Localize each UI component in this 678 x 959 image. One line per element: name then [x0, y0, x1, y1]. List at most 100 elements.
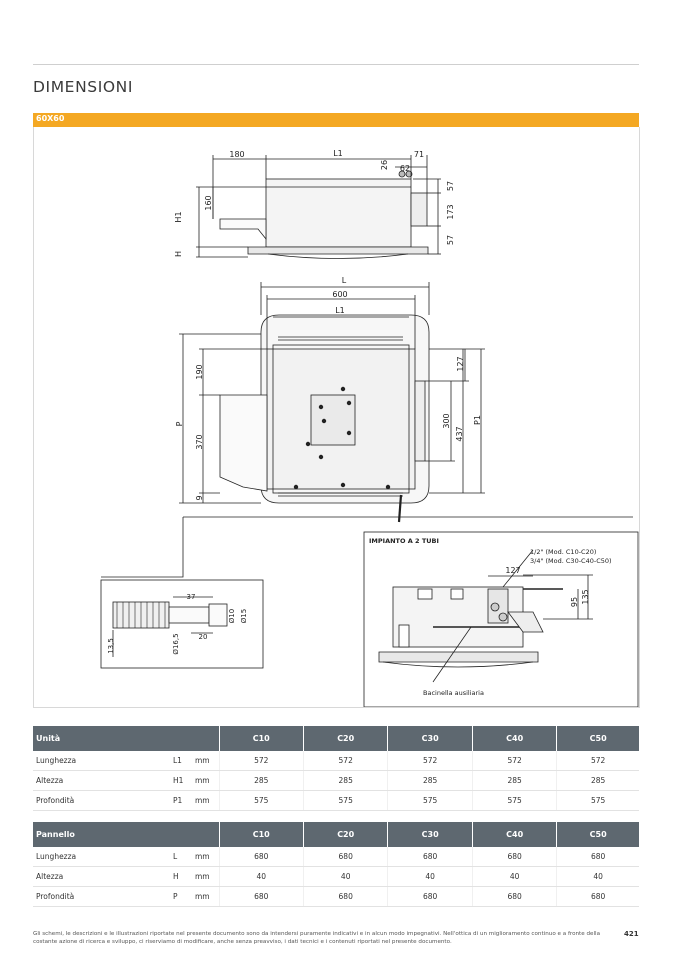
cell: 680 [556, 886, 639, 907]
cell: 575 [471, 790, 557, 811]
dim-plan-L: L [342, 276, 347, 285]
cell: 40 [471, 866, 557, 887]
disclaimer-text: Gli schemi, le descrizioni e le illustra… [33, 931, 600, 945]
dim-20: 20 [199, 633, 208, 641]
row-unit: mm [195, 886, 219, 907]
cell: 575 [302, 790, 388, 811]
cell: 680 [471, 886, 557, 907]
dim-57-bottom: 57 [446, 235, 455, 245]
table-row: Altezza H1 mm 285 285 285 285 285 [33, 770, 639, 791]
row-name: Lunghezza [33, 847, 173, 867]
dim-71: 71 [414, 150, 424, 159]
cell: 285 [387, 770, 473, 791]
cell: 680 [302, 847, 388, 867]
dim-600: 600 [332, 290, 347, 299]
dim-plan-L1: L1 [335, 306, 345, 315]
cell: 680 [556, 847, 639, 867]
diagram-frame [33, 127, 640, 708]
row-symbol: H [173, 866, 195, 887]
dim-plan-P1: P1 [473, 415, 482, 425]
dim-26: 26 [380, 160, 389, 170]
panel-table-title: Pannello [33, 822, 219, 847]
unit-table: Unità C10 C20 C30 C40 C50 Lunghezza L1 m… [33, 726, 639, 811]
panel-table: Pannello C10 C20 C30 C40 C50 Lunghezza L… [33, 822, 639, 907]
row-name: Altezza [33, 866, 173, 887]
cell: 680 [302, 886, 388, 907]
model-col: C10 [218, 822, 304, 847]
cell: 680 [218, 847, 304, 867]
cell: 680 [387, 886, 473, 907]
dim-9: 9 [195, 495, 204, 500]
pipe-note-2: 3/4" (Mod. C30-C40-C50) [530, 557, 612, 565]
model-size-bar: 60X60 [33, 113, 639, 127]
side-elevation-view [196, 155, 441, 259]
dim-127-plan: 127 [456, 356, 465, 371]
dim-37: 37 [187, 593, 196, 601]
pipe-note-1: 1/2" (Mod. C10-C20) [530, 548, 596, 556]
dim-437: 437 [455, 426, 464, 441]
row-name: Lunghezza [33, 751, 173, 771]
dim-127-pipe: 127 [505, 566, 520, 575]
cell: 680 [218, 886, 304, 907]
top-rule [33, 64, 639, 65]
model-col: C50 [556, 822, 639, 847]
model-col: C50 [556, 726, 639, 751]
dim-top-H1: H1 [174, 211, 183, 222]
table-row: Lunghezza L1 mm 572 572 572 572 572 [33, 751, 639, 771]
dim-top-H: H [174, 251, 183, 257]
pipe-box-title: IMPIANTO A 2 TUBI [369, 537, 439, 545]
dim-300: 300 [442, 413, 451, 428]
dim-57-top: 57 [446, 181, 455, 191]
dim-160: 160 [204, 195, 213, 210]
dim-173: 173 [446, 204, 455, 219]
dim-62: 62 [400, 164, 410, 173]
table-row: Profondità P1 mm 575 575 575 575 575 [33, 790, 639, 811]
model-col: C30 [387, 726, 473, 751]
cell: 40 [387, 866, 473, 887]
dim-dia-16-5: Ø16,5 [172, 633, 180, 654]
dim-plan-P: P [175, 421, 184, 426]
cell: 680 [471, 847, 557, 867]
row-unit: mm [195, 770, 219, 791]
drain-detail [100, 579, 264, 669]
pipe-connection-box [363, 531, 639, 707]
table-row: Profondità P mm 680 680 680 680 680 [33, 886, 639, 907]
unit-table-title: Unità [33, 726, 219, 751]
model-col: C20 [302, 822, 388, 847]
dim-dia-10: Ø10 [228, 609, 236, 623]
unit-table-header: Unità C10 C20 C30 C40 C50 [33, 726, 639, 751]
panel-table-header: Pannello C10 C20 C30 C40 C50 [33, 822, 639, 847]
model-col: C10 [218, 726, 304, 751]
plan-view [179, 282, 485, 523]
cell: 575 [218, 790, 304, 811]
cell: 575 [387, 790, 473, 811]
row-name: Altezza [33, 770, 173, 791]
dim-dia-15: Ø15 [240, 609, 248, 623]
row-symbol: P1 [173, 790, 195, 811]
cell: 285 [218, 770, 304, 791]
model-col: C40 [471, 726, 557, 751]
row-symbol: L1 [173, 751, 195, 771]
row-unit: mm [195, 866, 219, 887]
cell: 40 [218, 866, 304, 887]
technical-drawing: 180 L1 71 26 62 H1 160 H 57 173 57 L 600… [100, 149, 639, 707]
cell: 680 [387, 847, 473, 867]
cell: 572 [387, 751, 473, 771]
model-col: C30 [387, 822, 473, 847]
page-title: DIMENSIONI [33, 78, 134, 96]
cell: 285 [556, 770, 639, 791]
table-row: Lunghezza L mm 680 680 680 680 680 [33, 847, 639, 867]
table-row: Altezza H mm 40 40 40 40 40 [33, 866, 639, 887]
model-size-label: 60X60 [36, 114, 65, 123]
row-unit: mm [195, 790, 219, 811]
cell: 40 [302, 866, 388, 887]
row-symbol: L [173, 847, 195, 867]
dim-95: 95 [570, 597, 579, 607]
cell: 572 [302, 751, 388, 771]
dim-13-5: 13,5 [107, 638, 115, 654]
dim-top-L1: L1 [333, 149, 343, 158]
cell: 40 [556, 866, 639, 887]
row-unit: mm [195, 751, 219, 771]
cell: 285 [471, 770, 557, 791]
model-col: C20 [302, 726, 388, 751]
